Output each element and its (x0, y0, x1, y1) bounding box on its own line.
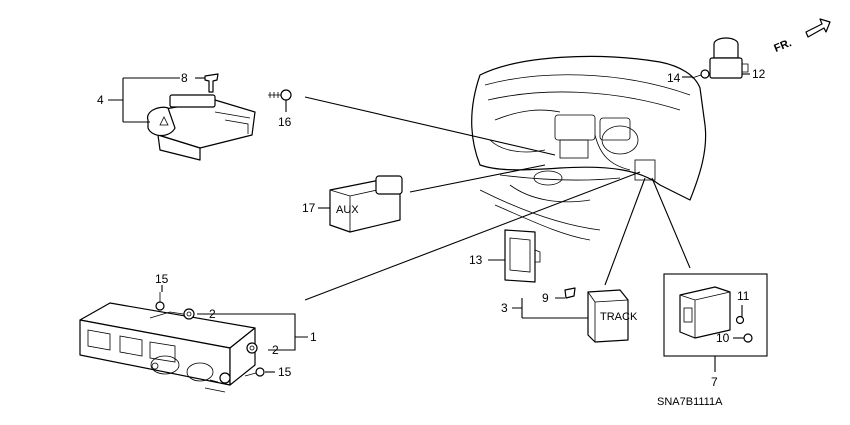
callout-12: 12 (752, 67, 766, 81)
screw-icon-14 (691, 69, 710, 79)
callout-9: 9 (542, 291, 549, 305)
bracket-13 (504, 229, 541, 283)
clip-icon-9 (564, 287, 576, 299)
callout-7: 7 (711, 375, 718, 389)
clip-icon-2b (246, 342, 258, 354)
callout-17: 17 (302, 201, 316, 215)
callout-8: 8 (181, 71, 188, 85)
callout-14: 14 (667, 71, 681, 85)
switch-assembly-12 (709, 37, 749, 79)
callout-10: 10 (716, 331, 730, 345)
screw-icon-15a (155, 292, 165, 311)
front-direction-arrow-icon (805, 18, 831, 38)
aux-jack-17: AUX (329, 175, 403, 233)
screw-icon-16 (268, 89, 292, 101)
leader-lines (108, 73, 750, 373)
screw-icon-15b (244, 367, 265, 377)
callout-16: 16 (278, 115, 292, 129)
climate-control-panel (79, 302, 256, 393)
part-7-box (663, 273, 768, 357)
callout-13: 13 (469, 253, 483, 267)
callout-4: 4 (97, 93, 104, 107)
callout-3: 3 (501, 301, 508, 315)
callout-2a: 2 (209, 307, 216, 321)
hazard-switch-assembly (146, 94, 256, 161)
svg-text:AUX: AUX (336, 204, 359, 216)
switch-3: TRACK (587, 289, 638, 343)
callout-11: 11 (737, 289, 750, 303)
diagram-code: SNA7B1111A (657, 396, 723, 408)
clip-icon-8 (204, 73, 219, 93)
svg-text:TRACK: TRACK (600, 311, 638, 323)
callout-15a: 15 (155, 272, 169, 286)
callout-2b: 2 (272, 343, 279, 357)
callout-1: 1 (310, 330, 317, 344)
dashboard-illustration (471, 55, 707, 241)
clip-icon-2a (183, 308, 195, 320)
front-direction-label: FR. (772, 37, 793, 55)
callout-15b: 15 (278, 365, 292, 379)
